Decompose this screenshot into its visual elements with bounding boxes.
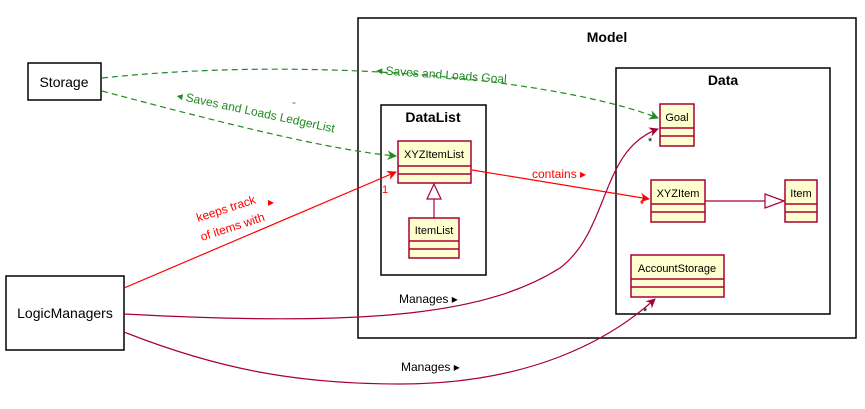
storage-label: Storage [39,74,88,90]
class-xyz-item-list: XYZItemList [397,140,472,184]
logic-managers-label: LogicManagers [17,305,113,321]
class-account-storage: AccountStorage [630,254,725,298]
mult-xyz-item-list: 1 [382,184,388,196]
class-xyz-item-list-name: XYZItemList [404,149,464,161]
mult-goal: * [648,136,653,148]
edge-manages-account-storage [123,298,656,385]
class-xyz-item-name: XYZItem [657,188,700,200]
edge-inherit-item-list [426,182,442,218]
class-item-name: Item [790,188,811,200]
edge-storage-xyz-item-list [101,90,397,160]
class-goal-name: Goal [665,112,688,124]
edge-label-contains: contains ▸ [532,167,586,181]
edge-label-saves-loads-ledger: ◂ Saves and Loads LedgerList [175,88,337,135]
class-item-list-name: ItemList [415,225,454,237]
edge-label-keeps-track-arrow: ▸ [268,195,274,209]
edge-inherit-xyz-item [705,193,786,209]
class-xyz-item: XYZItem [650,179,706,223]
class-goal: Goal [659,103,695,147]
package-data-title: Data [708,72,739,88]
package-datalist-title: DataList [405,109,461,125]
edge-label-manages-1: Manages ▸ [399,292,458,306]
mult-xyz-item: * [640,199,645,211]
edge-label-manages-2: Manages ▸ [401,360,460,374]
class-item: Item [784,179,818,223]
edge-keeps-track [123,170,397,289]
edge-storage-goal [101,68,659,120]
logic-managers-box: LogicManagers [5,275,125,351]
storage-box: Storage [27,62,102,101]
edge-manages-goal [123,127,659,320]
class-account-storage-name: AccountStorage [638,263,716,275]
edge-contains [471,169,650,203]
stray-mark: - [292,95,296,109]
mult-account-storage: * [643,306,648,318]
class-item-list: ItemList [408,217,460,259]
package-model-title: Model [587,29,627,45]
